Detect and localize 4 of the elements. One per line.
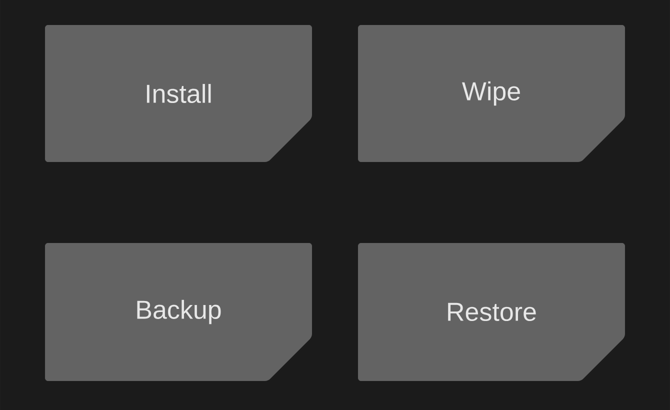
menu-button: Install [45, 25, 312, 162]
menu-button: Restore [358, 242, 625, 381]
menu-button: Wipe [358, 25, 625, 162]
menu-button: Backup [45, 242, 312, 381]
